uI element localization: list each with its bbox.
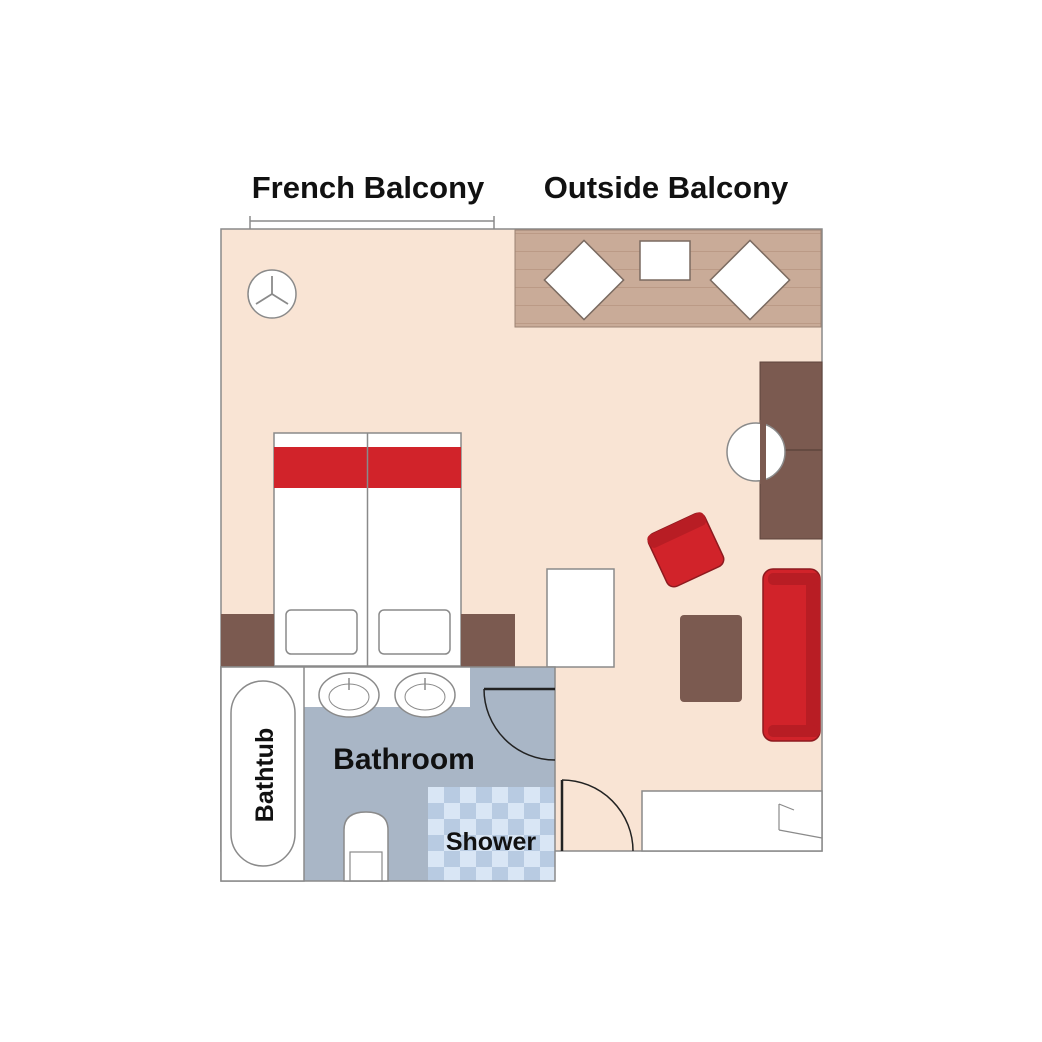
pillow-left <box>285 609 358 655</box>
vanity-stool <box>726 422 786 482</box>
dresser <box>546 568 615 668</box>
pillow-right <box>378 609 451 655</box>
coffee-table <box>680 615 742 702</box>
outside-balcony-label: Outside Balcony <box>544 170 789 205</box>
french-balcony-rail <box>249 216 495 229</box>
entry-door <box>560 779 634 852</box>
nightstand-left <box>221 614 274 667</box>
entry-closet <box>641 790 823 852</box>
fan-icon <box>247 269 297 319</box>
shower-label: Shower <box>446 828 537 856</box>
bathtub <box>230 680 296 867</box>
balcony-table <box>639 240 691 281</box>
sink-right <box>394 672 456 718</box>
armchair <box>647 512 725 588</box>
shower-area <box>428 787 555 881</box>
bathtub-label: Bathtub <box>251 728 279 822</box>
balcony-chair-left <box>543 239 625 321</box>
sofa <box>762 568 821 742</box>
french-balcony-label: French Balcony <box>252 170 485 205</box>
balcony-chair-right <box>709 239 791 321</box>
nightstand-right <box>461 614 515 667</box>
bed <box>273 432 462 667</box>
bathroom-label: Bathroom <box>333 743 475 776</box>
bathroom-door <box>483 687 556 761</box>
sink-left <box>318 672 380 718</box>
toilet <box>343 811 389 882</box>
